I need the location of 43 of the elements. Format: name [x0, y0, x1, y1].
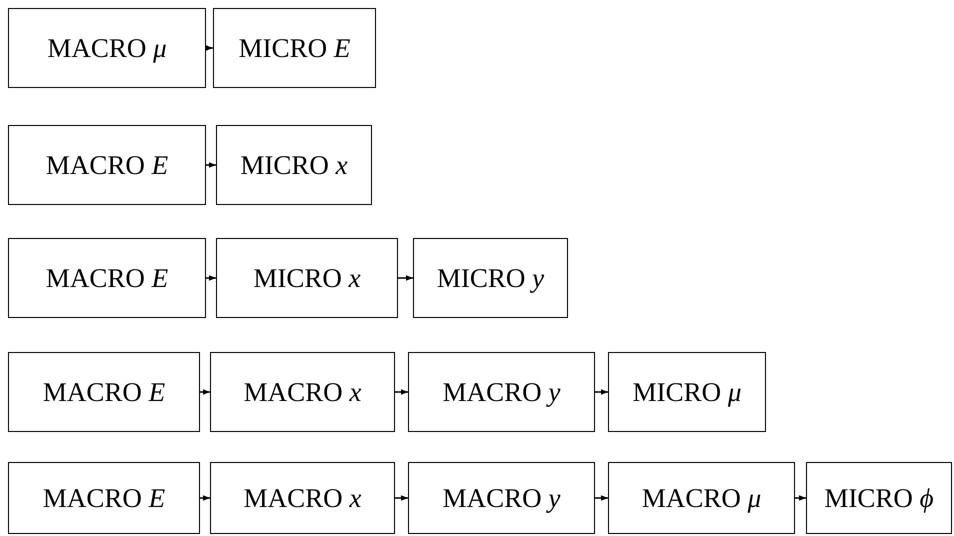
arrow — [200, 495, 210, 501]
arrow — [595, 495, 608, 501]
box-label: MICRO E — [238, 32, 350, 64]
arrow — [206, 162, 216, 168]
process-box — [8, 238, 206, 318]
process-box — [8, 462, 200, 534]
arrow — [595, 389, 608, 395]
arrow — [200, 389, 210, 395]
arrow — [206, 45, 213, 51]
process-box — [210, 462, 395, 534]
box-label: MACRO E — [46, 150, 168, 180]
box-label: MACRO μ — [47, 32, 167, 64]
process-box — [216, 125, 372, 205]
box-label: MACRO y — [442, 482, 560, 514]
box-label: MICRO μ — [632, 376, 742, 408]
process-box — [413, 238, 568, 318]
process-box — [608, 352, 766, 432]
box-label: MICRO x — [253, 262, 361, 294]
arrow — [395, 389, 408, 395]
box-label: MICRO y — [436, 262, 544, 294]
process-box — [806, 462, 952, 534]
process-box — [408, 462, 595, 534]
arrow — [795, 495, 806, 501]
box-label: MACRO μ — [642, 482, 762, 514]
arrow — [398, 275, 413, 281]
arrow — [395, 495, 408, 501]
box-label: MACRO x — [244, 482, 362, 514]
process-box — [216, 238, 398, 318]
box-label: MACRO E — [46, 262, 168, 294]
process-box — [608, 462, 795, 534]
box-label: MACRO E — [42, 376, 166, 408]
process-box — [8, 8, 206, 88]
arrow — [206, 275, 216, 281]
box-label: MACRO y — [442, 376, 560, 408]
process-box — [210, 352, 395, 432]
process-box — [8, 125, 206, 205]
box-label: MACRO x — [244, 376, 362, 408]
process-box — [213, 8, 376, 88]
box-label: MICRO ϕ — [824, 482, 934, 514]
process-box — [8, 352, 200, 432]
box-label: MACRO E — [42, 482, 166, 514]
box-label: MICRO x — [240, 150, 348, 180]
process-box — [408, 352, 595, 432]
